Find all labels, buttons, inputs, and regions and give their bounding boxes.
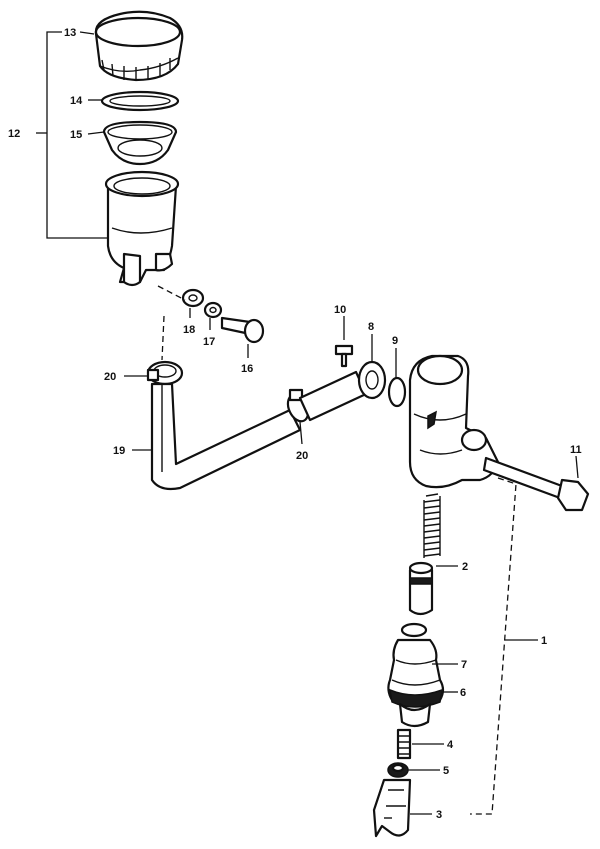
- bolt-11: [482, 456, 590, 512]
- hose-clamp-upper: [146, 360, 184, 386]
- callout-11: 11: [570, 444, 582, 456]
- dust-boot: [387, 622, 445, 728]
- piston: [408, 561, 434, 616]
- hose-fitting: [298, 360, 387, 422]
- callout-17: 17: [203, 336, 215, 348]
- callout-14: 14: [70, 95, 83, 107]
- callout-20-upper: 20: [104, 371, 116, 383]
- lock-nut: [387, 762, 409, 778]
- diaphragm: [102, 120, 178, 166]
- callout-2: 2: [462, 561, 468, 573]
- push-rod: [396, 728, 412, 760]
- callout-1: 1: [541, 635, 547, 647]
- callout-10: 10: [334, 304, 346, 316]
- callout-16: 16: [241, 363, 253, 375]
- assembly-bracket-1: [470, 477, 517, 815]
- return-spring: [423, 493, 441, 558]
- callout-9: 9: [392, 335, 398, 347]
- callout-20-lower: 20: [296, 450, 308, 462]
- master-cylinder-body: [408, 354, 500, 489]
- callout-8: 8: [368, 321, 374, 333]
- callout-12: 12: [8, 128, 20, 140]
- callout-19: 19: [113, 445, 125, 457]
- screw-16: [220, 316, 265, 344]
- callout-18: 18: [183, 324, 195, 336]
- reservoir-group-bracket: [36, 31, 110, 239]
- washer-17: [203, 301, 223, 319]
- bolt-10: [334, 344, 354, 368]
- callout-5: 5: [443, 765, 449, 777]
- callout-6: 6: [460, 687, 466, 699]
- callout-13: 13: [64, 27, 76, 39]
- reservoir-cap: [94, 10, 184, 82]
- clevis: [372, 778, 412, 838]
- leader-lines: [79, 31, 579, 815]
- callout-7: 7: [461, 659, 467, 671]
- callout-3: 3: [436, 809, 442, 821]
- o-ring-9: [387, 376, 407, 408]
- callout-4: 4: [447, 739, 454, 751]
- reservoir-hose: [150, 382, 302, 491]
- washer-18: [181, 288, 205, 308]
- reservoir-body: [104, 170, 180, 287]
- diaphragm-plate: [100, 90, 180, 112]
- callout-labels: 1 2 3 4 5 6 7 8 9 10 11 12 13 14 15 16 1…: [8, 27, 582, 821]
- callout-15: 15: [70, 129, 82, 141]
